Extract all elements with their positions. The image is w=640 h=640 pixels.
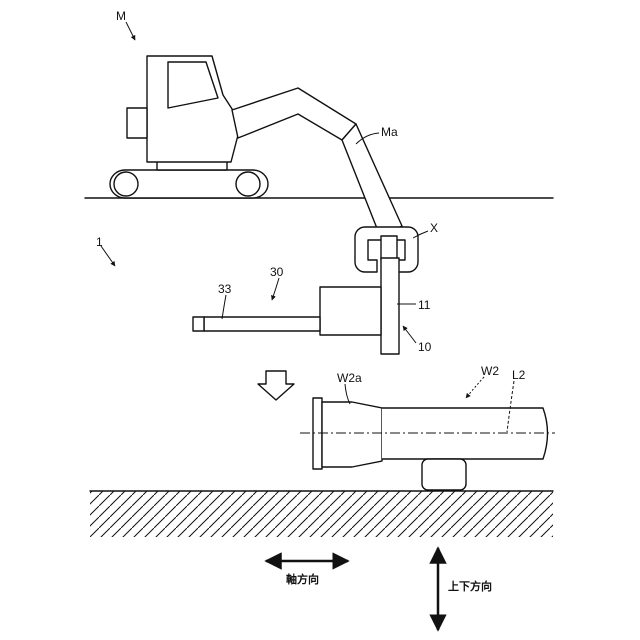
leader-w2 [466, 377, 484, 398]
label-machine: M [116, 9, 126, 23]
label-system: 1 [96, 235, 103, 249]
boom [232, 88, 356, 140]
leader-33 [222, 295, 226, 319]
leader-1 [101, 246, 115, 266]
plate-11 [381, 258, 399, 354]
rod-33 [204, 317, 320, 331]
label-arm: Ma [381, 125, 398, 139]
track-wheel-rear [114, 172, 138, 196]
pipe-w2 [300, 398, 555, 490]
counterweight [127, 108, 147, 138]
leader-w2a [345, 384, 350, 404]
ground-hatch [90, 491, 553, 537]
excavator-machine [110, 56, 402, 236]
arm [342, 124, 402, 236]
clamp-pin [381, 236, 397, 260]
ground-section [90, 491, 553, 537]
rod-tip [193, 317, 204, 331]
leader-10 [403, 326, 416, 343]
label-attachment: X [430, 221, 438, 235]
device-body [320, 287, 381, 335]
label-vertical-direction: 上下方向 [448, 579, 492, 593]
down-arrow-icon [258, 371, 294, 400]
leader-m [126, 22, 135, 40]
pipe-support-block [422, 459, 466, 490]
leader-30 [272, 278, 279, 300]
label-rod: 33 [218, 282, 232, 296]
label-part-11: 11 [418, 298, 431, 312]
track-wheel-front [236, 172, 260, 196]
label-pipe-end: W2a [337, 371, 362, 385]
pipe-socket-w2a [322, 402, 382, 467]
label-unit-10: 10 [418, 340, 432, 354]
label-device: 30 [270, 265, 284, 279]
label-axial-direction: 軸方向 [286, 572, 319, 586]
label-axis-line: L2 [512, 368, 526, 382]
label-pipe: W2 [481, 364, 499, 378]
cab-body [147, 56, 238, 162]
